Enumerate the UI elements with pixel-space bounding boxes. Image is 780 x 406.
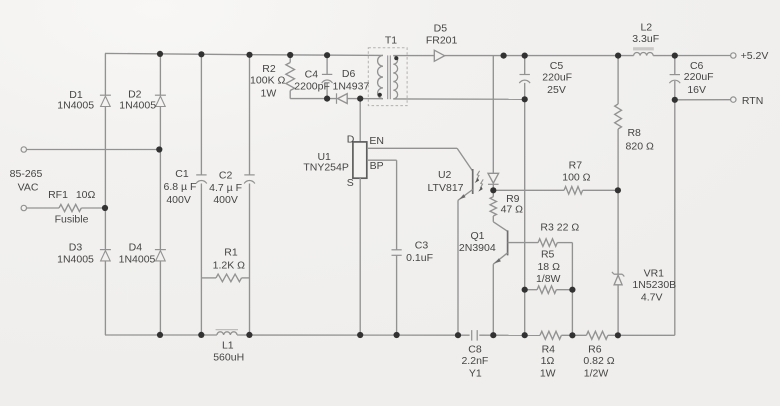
svg-text:U1: U1 <box>317 151 331 163</box>
svg-text:BP: BP <box>370 160 384 172</box>
svg-text:2200pF: 2200pF <box>294 81 330 93</box>
svg-text:1.2K Ω: 1.2K Ω <box>213 260 246 272</box>
svg-text:D4: D4 <box>129 241 143 253</box>
svg-text:D1: D1 <box>69 89 83 101</box>
svg-text:D5: D5 <box>434 22 448 34</box>
svg-text:Q1: Q1 <box>470 230 484 242</box>
svg-text:1/2W: 1/2W <box>584 367 609 379</box>
svg-text:220uF: 220uF <box>542 72 572 84</box>
svg-text:1/8W: 1/8W <box>536 273 561 285</box>
svg-text:S: S <box>347 177 354 189</box>
svg-text:L2: L2 <box>640 21 652 33</box>
svg-text:1N4005: 1N4005 <box>57 254 94 266</box>
svg-text:R8: R8 <box>627 127 641 139</box>
svg-text:R7: R7 <box>569 160 583 172</box>
svg-text:6.8 µ F: 6.8 µ F <box>164 181 197 193</box>
svg-text:1N4005: 1N4005 <box>57 99 94 111</box>
svg-text:220uF: 220uF <box>684 71 714 83</box>
svg-text:R9: R9 <box>506 193 520 205</box>
svg-text:1N4005: 1N4005 <box>119 99 156 111</box>
svg-text:4.7V: 4.7V <box>641 292 663 304</box>
svg-text:D6: D6 <box>342 68 356 80</box>
svg-text:1N4937: 1N4937 <box>333 80 370 92</box>
svg-text:LTV817: LTV817 <box>428 182 464 194</box>
svg-text:4.7 µ F: 4.7 µ F <box>209 182 242 194</box>
svg-text:100 Ω: 100 Ω <box>562 171 590 183</box>
svg-text:1Ω: 1Ω <box>541 355 555 367</box>
svg-text:C8: C8 <box>468 344 482 356</box>
svg-text:R5: R5 <box>541 249 555 261</box>
svg-text:16V: 16V <box>687 84 706 96</box>
svg-text:10Ω: 10Ω <box>76 189 96 201</box>
svg-text:1N4005: 1N4005 <box>119 254 156 266</box>
svg-text:C4: C4 <box>305 69 319 81</box>
svg-text:2.2nF: 2.2nF <box>461 355 488 367</box>
svg-text:C2: C2 <box>219 170 233 182</box>
svg-text:3.3uF: 3.3uF <box>632 33 659 45</box>
svg-text:2N3904: 2N3904 <box>459 242 496 254</box>
svg-text:47 Ω: 47 Ω <box>501 204 524 216</box>
svg-text:C5: C5 <box>550 60 564 72</box>
svg-text:RTN: RTN <box>742 95 763 107</box>
svg-text:820 Ω: 820 Ω <box>626 141 654 153</box>
svg-text:R3 22 Ω: R3 22 Ω <box>540 221 579 233</box>
svg-text:0.82 Ω: 0.82 Ω <box>583 355 614 367</box>
svg-text:VAC: VAC <box>18 181 39 193</box>
svg-text:400V: 400V <box>213 194 238 206</box>
svg-text:0.1uF: 0.1uF <box>406 252 433 264</box>
svg-text:FR201: FR201 <box>426 35 458 47</box>
svg-text:1W: 1W <box>261 87 277 99</box>
svg-text:100K Ω: 100K Ω <box>250 75 285 87</box>
svg-text:C6: C6 <box>690 60 704 72</box>
svg-text:T1: T1 <box>385 35 397 47</box>
svg-text:400V: 400V <box>166 194 191 206</box>
svg-text:18 Ω: 18 Ω <box>537 261 560 273</box>
svg-text:EN: EN <box>369 135 384 147</box>
svg-text:25V: 25V <box>547 84 566 96</box>
svg-text:560uH: 560uH <box>213 352 244 364</box>
svg-text:Fusible: Fusible <box>55 213 89 225</box>
svg-text:L1: L1 <box>222 339 234 351</box>
svg-text:D: D <box>347 134 355 146</box>
svg-text:D2: D2 <box>128 88 142 100</box>
svg-text:85-265: 85-265 <box>10 168 43 180</box>
svg-text:1N5230B: 1N5230B <box>632 279 676 291</box>
svg-text:C1: C1 <box>175 168 189 180</box>
svg-text:TNY254P: TNY254P <box>303 161 349 173</box>
svg-text:D3: D3 <box>69 241 83 253</box>
svg-text:R6: R6 <box>588 344 602 356</box>
svg-text:R2: R2 <box>262 63 276 75</box>
svg-text:VR1: VR1 <box>644 267 665 279</box>
svg-text:+5.2V: +5.2V <box>741 50 769 62</box>
svg-text:R4: R4 <box>542 344 556 356</box>
svg-text:1W: 1W <box>540 367 556 379</box>
svg-text:U2: U2 <box>438 169 452 181</box>
svg-text:Y1: Y1 <box>469 367 482 379</box>
svg-text:R1: R1 <box>224 247 238 259</box>
svg-text:RF1: RF1 <box>48 189 68 201</box>
svg-text:C3: C3 <box>415 239 429 251</box>
